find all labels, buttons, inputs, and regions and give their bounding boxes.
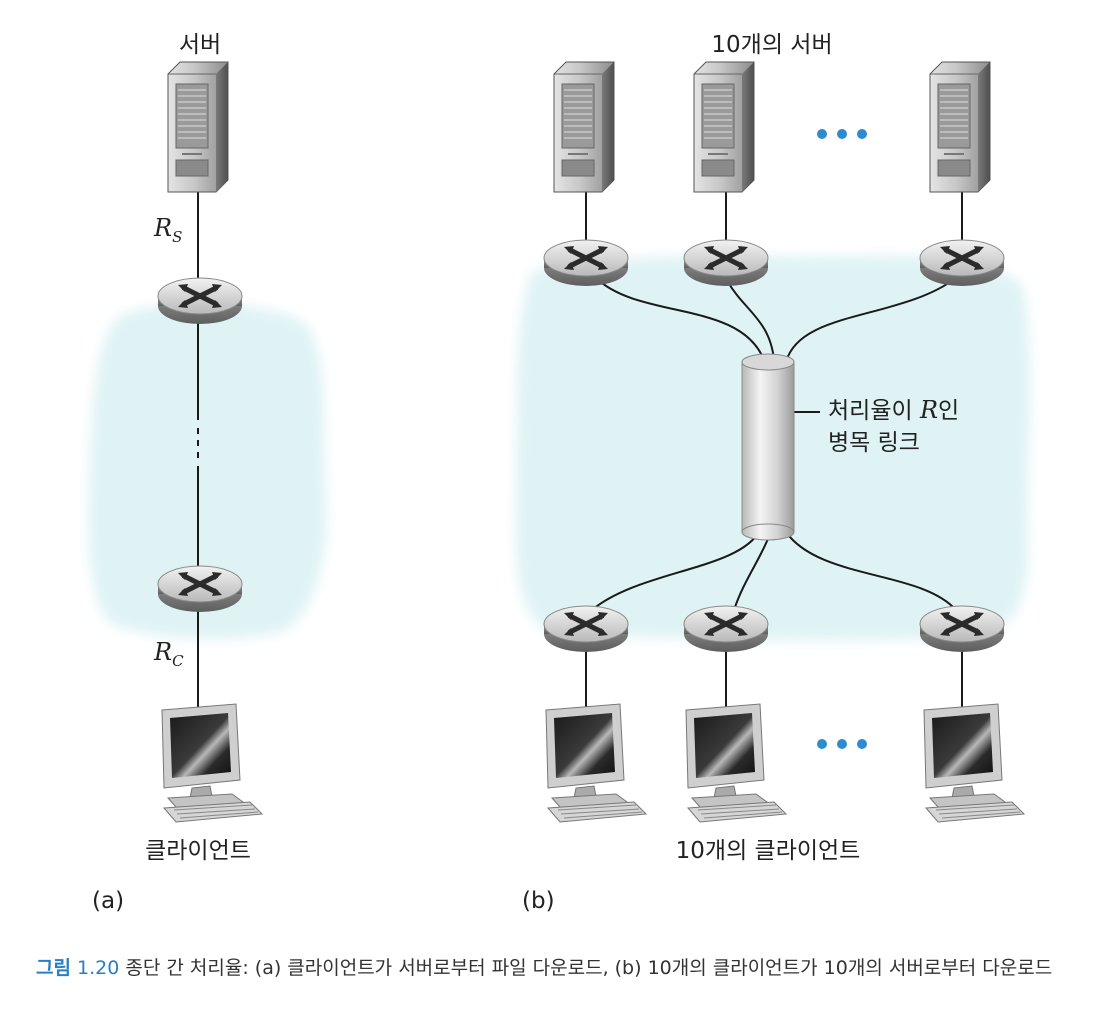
links-b	[585, 190, 963, 708]
server-link-rate-label: RS	[153, 214, 182, 246]
figure-label: 그림	[36, 957, 71, 979]
figure-number: 1.20	[77, 957, 120, 979]
ellipsis-servers-icon	[817, 129, 867, 139]
client-label: 클라이언트	[145, 838, 251, 864]
throughput-diagram: 서버 RS RC 클라이언트 (a) 10개의 서버 처리율이 R인 병목 링크…	[88, 32, 1031, 914]
router-icon-b-bottom10	[920, 606, 1004, 652]
bottleneck-label-line2: 병목 링크	[828, 430, 920, 456]
bottleneck-link	[741, 353, 795, 541]
router-icon-b-bottom1	[544, 606, 628, 652]
server-icon-a	[167, 61, 229, 193]
bottleneck-label-line1: 처리율이 R인	[828, 396, 959, 424]
router-icon-b-top10	[920, 240, 1004, 286]
router-icon-b-top1	[544, 240, 628, 286]
router-icon-b-bottom2	[684, 606, 768, 652]
server-icon-b2	[693, 61, 755, 193]
panel-a-label: (a)	[92, 888, 124, 914]
server-icon-b10	[929, 61, 991, 193]
servers-label: 10개의 서버	[711, 32, 832, 58]
router-icon-b-top2	[684, 240, 768, 286]
clients-label: 10개의 클라이언트	[676, 838, 861, 864]
client-computer-icon-b10	[923, 703, 1025, 823]
network-cloud-a	[88, 303, 327, 639]
router-icon-a-top	[158, 278, 242, 324]
client-computer-icon-b2	[685, 703, 787, 823]
router-icon-a-bottom	[158, 566, 242, 612]
figure-caption: 그림 1.20 종단 간 처리율: (a) 클라이언트가 서버로부터 파일 다운…	[36, 952, 1106, 985]
server-label: 서버	[179, 32, 221, 58]
client-computer-icon-a	[161, 703, 263, 823]
ellipsis-clients-icon	[817, 739, 867, 749]
server-icon-b1	[553, 61, 615, 193]
client-computer-icon-b1	[545, 703, 647, 823]
panel-b-label: (b)	[522, 888, 555, 914]
client-link-rate-label: RC	[153, 638, 184, 670]
caption-text: 종단 간 처리율: (a) 클라이언트가 서버로부터 파일 다운로드, (b) …	[125, 957, 1053, 979]
